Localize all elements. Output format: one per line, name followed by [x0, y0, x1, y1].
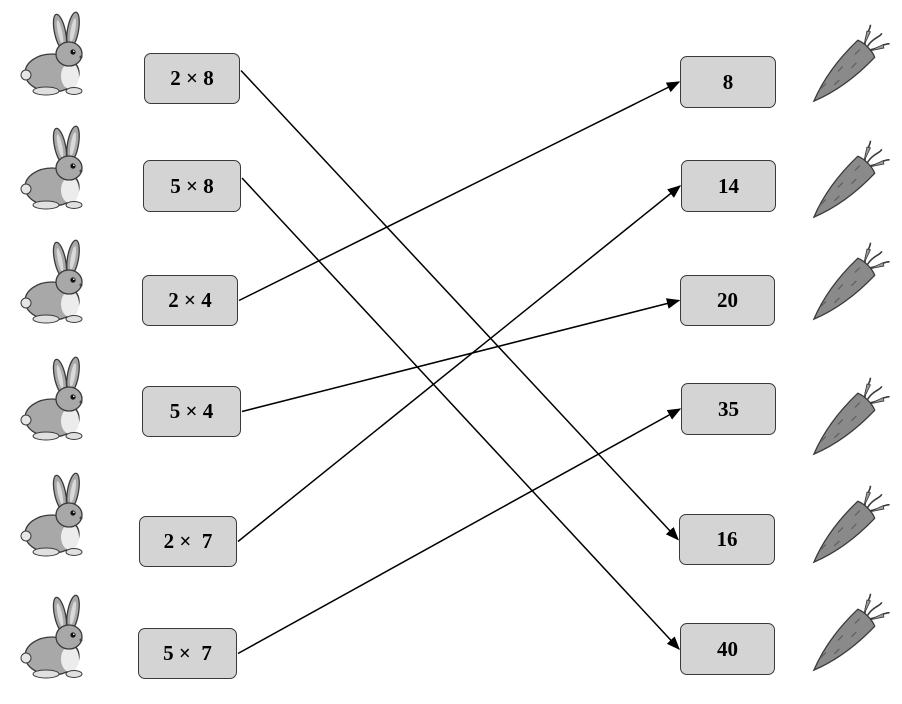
- rabbit-icon: [20, 125, 83, 210]
- arrow-line: [237, 408, 682, 655]
- right-box-5: 40: [680, 623, 775, 675]
- right-box-0: 8: [680, 56, 776, 108]
- rabbit-icon: [20, 472, 83, 557]
- rabbit-icon: [20, 356, 83, 441]
- right-box-3: 35: [681, 383, 776, 435]
- carrot-icon: [812, 24, 890, 103]
- right-box-1: 14: [681, 160, 776, 212]
- left-box-4: 2 × 7: [139, 516, 237, 567]
- right-box-2: 20: [680, 275, 775, 326]
- carrot-icon: [812, 593, 890, 672]
- arrow-line: [241, 177, 680, 650]
- carrot-icon: [812, 485, 890, 564]
- carrot-icon: [812, 140, 890, 219]
- right-box-4: 16: [679, 514, 775, 565]
- rabbit-icon: [20, 11, 83, 96]
- left-box-5: 5 × 7: [138, 628, 237, 679]
- carrot-icon: [812, 377, 890, 456]
- arrow-line: [240, 69, 679, 541]
- rabbit-icon: [20, 239, 83, 324]
- left-box-2: 2 × 4: [142, 275, 238, 326]
- arrow-line: [238, 81, 681, 302]
- rabbit-icon: [20, 594, 83, 679]
- carrot-icon: [812, 242, 890, 321]
- arrow-line: [241, 298, 681, 413]
- left-box-3: 5 × 4: [142, 386, 241, 437]
- left-box-1: 5 × 8: [143, 160, 241, 212]
- left-box-0: 2 × 8: [144, 53, 240, 104]
- arrow-line: [237, 185, 682, 543]
